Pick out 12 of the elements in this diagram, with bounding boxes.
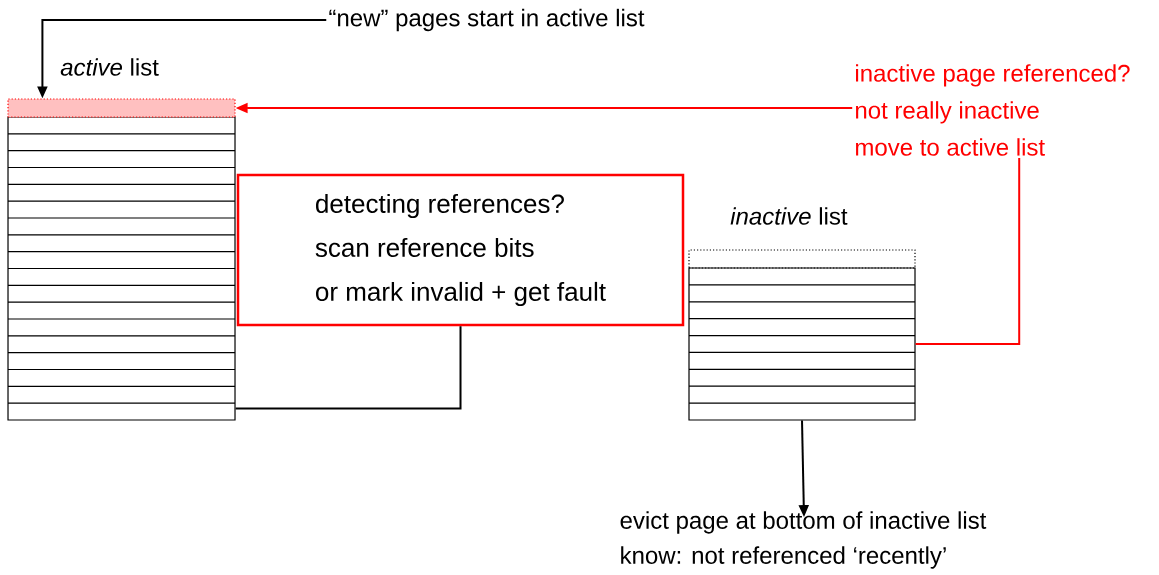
- note-text: evict page at bottom of inactive list know: not referenced ‘recently’: [620, 511, 987, 569]
- connector-line: [914, 157, 1021, 345]
- node-label: inactive list: [730, 207, 848, 225]
- note-text: “new” pages start in active list: [329, 8, 645, 32]
- list-slot: [688, 249, 916, 269]
- note-text: inactive page referenced? not really inactive move to active list: [856, 64, 1130, 156]
- connector-line: [234, 325, 462, 410]
- callout-box: detecting references? scan reference bits or mark invalid + get fault: [236, 173, 685, 327]
- page-list: active list: [7, 58, 236, 421]
- node-label: active list: [60, 58, 159, 76]
- page-list: inactive list: [688, 207, 916, 421]
- list-slot: [7, 98, 236, 118]
